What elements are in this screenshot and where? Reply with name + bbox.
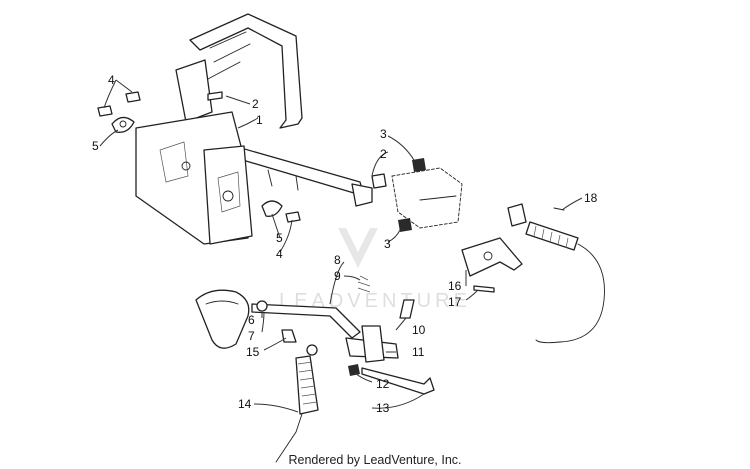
callout-10[interactable]: 10 [412,323,426,337]
callout-15[interactable]: 15 [246,345,260,359]
callouts: 1 2 2 3 3 4 4 5 5 6 7 8 9 10 11 12 13 14… [92,73,598,415]
right-shift-cable [525,221,605,344]
callout-11[interactable]: 11 [412,345,425,359]
callout-5-lower[interactable]: 5 [276,231,283,245]
callout-4-upper[interactable]: 4 [108,73,115,87]
right-clips [371,158,463,232]
callout-2-upper[interactable]: 2 [252,97,259,111]
callout-16[interactable]: 16 [448,279,462,293]
mount-bracket [135,13,373,245]
callout-12[interactable]: 12 [376,377,390,391]
callout-18[interactable]: 18 [584,191,598,205]
callout-13[interactable]: 13 [376,401,390,415]
callout-7[interactable]: 7 [248,329,255,343]
callout-3-lower[interactable]: 3 [384,237,391,251]
callout-17[interactable]: 17 [448,295,462,309]
callout-1[interactable]: 1 [256,113,263,127]
callout-6[interactable]: 6 [248,313,255,327]
callout-4-lower[interactable]: 4 [276,247,283,261]
cable-bracket [461,203,565,293]
footer-credit: Rendered by LeadVenture, Inc. [288,453,461,467]
left-hardware [97,91,301,223]
callout-2-right[interactable]: 2 [380,147,387,161]
leadventure-watermark: LEADVENTURE [279,228,471,312]
shift-lever-assembly [195,275,435,395]
watermark-text: LEADVENTURE [279,290,471,312]
callout-5-left[interactable]: 5 [92,139,99,153]
callout-9[interactable]: 9 [334,269,341,283]
leader-lines [99,79,583,413]
callout-3-upper[interactable]: 3 [380,127,387,141]
left-shift-cable [275,344,319,463]
callout-8[interactable]: 8 [334,253,341,267]
callout-14[interactable]: 14 [238,397,252,411]
